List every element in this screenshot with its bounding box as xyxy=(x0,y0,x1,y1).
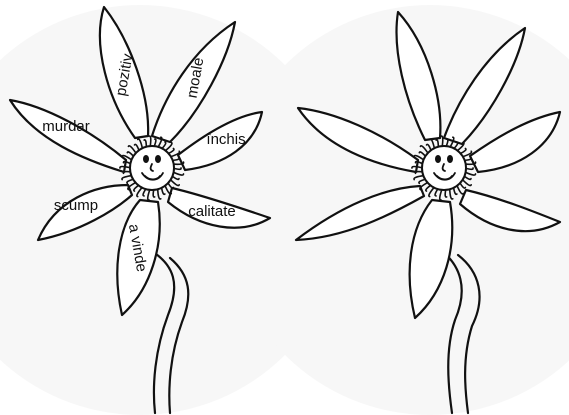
petal-word-scump: scump xyxy=(54,197,98,214)
petal-word-inchis: închis xyxy=(205,131,245,148)
petal-word-murdar: murdar xyxy=(42,118,90,135)
petal-word-calitate: calitate xyxy=(188,203,236,220)
